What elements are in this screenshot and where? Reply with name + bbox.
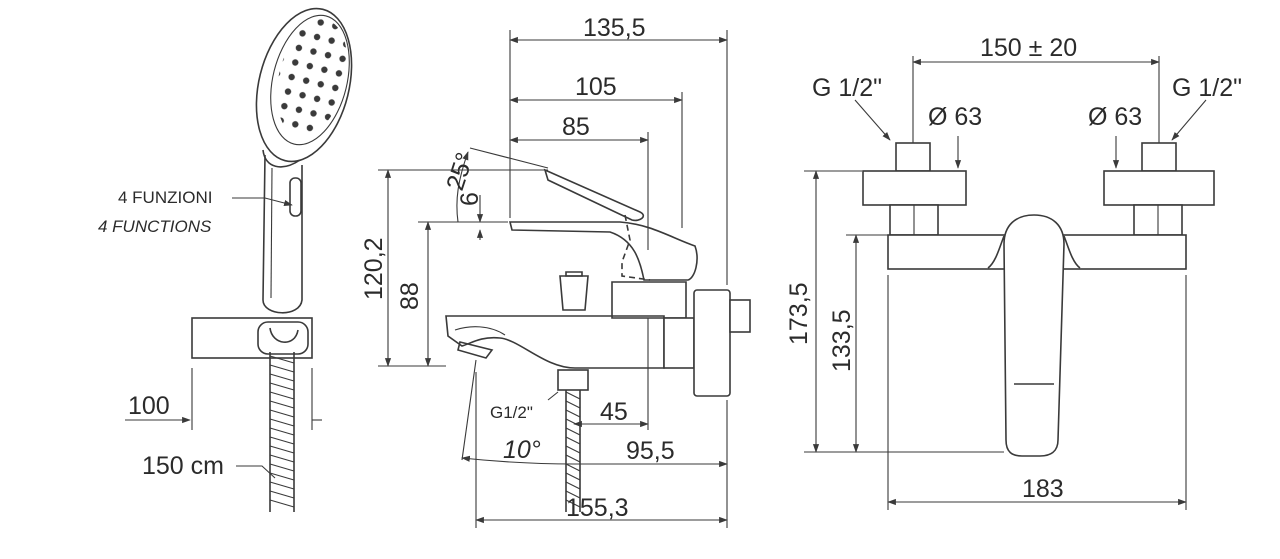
escutcheon-left xyxy=(862,170,967,206)
hose-braid-mark xyxy=(269,400,295,409)
hose-braid-mark xyxy=(565,463,581,472)
dim-front-173-5: 173,5 xyxy=(785,282,813,345)
function-button xyxy=(289,177,302,217)
dim-side-45: 45 xyxy=(600,398,628,426)
dim-lever-offset: 6 xyxy=(456,192,484,206)
hose-braid-mark xyxy=(565,472,581,481)
spout xyxy=(445,315,665,369)
dim-side-thread: G1/2" xyxy=(490,403,533,422)
hose-braid-mark xyxy=(269,463,295,472)
hose-braid-mark xyxy=(565,445,581,454)
side-view: 135,5 105 85 25° 6 120,2 88 G1/2" 45 10° xyxy=(360,14,751,528)
hose-braid-mark xyxy=(565,391,581,400)
dim-front-133-5: 133,5 xyxy=(828,309,856,372)
thread-left: G 1/2" xyxy=(812,74,882,102)
dim-spout-angle: 10° xyxy=(503,436,541,464)
hose-braid-mark xyxy=(565,400,581,409)
hose-braid-mark xyxy=(565,481,581,490)
hose-braid-mark xyxy=(269,454,295,463)
hose-braid-mark xyxy=(269,481,295,490)
hose-braid-mark xyxy=(269,472,295,481)
dim-side-88: 88 xyxy=(396,282,424,310)
shower-hose xyxy=(269,352,295,512)
hose-braid-mark xyxy=(269,382,295,391)
hose-braid-mark xyxy=(269,364,295,373)
hose-braid-mark xyxy=(269,391,295,400)
hose-braid-mark xyxy=(565,418,581,427)
handshower-head xyxy=(255,7,353,163)
nozzle-pattern xyxy=(276,19,348,137)
diameter-left: Ø 63 xyxy=(928,103,982,131)
hose-braid-mark xyxy=(565,499,581,508)
thread-right: G 1/2" xyxy=(1172,74,1242,102)
hose-braid-mark xyxy=(565,490,581,499)
hose-braid-mark xyxy=(565,427,581,436)
dim-lever-angle: 25° xyxy=(441,149,479,194)
hose-braid-mark xyxy=(269,409,295,418)
dim-side-105: 105 xyxy=(575,73,617,101)
dim-side-155-3: 155,3 xyxy=(566,494,629,522)
front-view: 150 ± 20 G 1/2" G 1/2" Ø 63 Ø 63 173,5 1… xyxy=(785,34,1242,510)
dim-inlet-spacing: 150 ± 20 xyxy=(980,34,1077,62)
hose-braid-mark xyxy=(565,409,581,418)
hose-braid-mark xyxy=(269,355,295,364)
hose-braid-mark xyxy=(565,454,581,463)
lever xyxy=(508,221,698,281)
inlet-thread xyxy=(557,369,589,391)
dim-side-120-2: 120,2 xyxy=(360,237,388,300)
diameter-right: Ø 63 xyxy=(1088,103,1142,131)
label-functions-en: 4 FUNCTIONS xyxy=(98,217,212,236)
dim-side-85: 85 xyxy=(562,113,590,141)
hose-braid-mark xyxy=(269,490,295,499)
handshower-view: 4 FUNZIONI 4 FUNCTIONS 100 150 cm xyxy=(98,7,353,512)
label-functions-it: 4 FUNZIONI xyxy=(118,188,212,207)
lever-front xyxy=(1003,214,1065,457)
wall-connector xyxy=(663,317,695,369)
hose-braid-mark xyxy=(269,445,295,454)
hose-braid-mark xyxy=(269,436,295,445)
hose-braid-mark xyxy=(269,499,295,508)
hose-braid-mark xyxy=(269,427,295,436)
dim-front-183: 183 xyxy=(1022,475,1064,503)
hose-braid-mark xyxy=(269,373,295,382)
dim-side-135-5: 135,5 xyxy=(583,14,646,42)
escutcheon-right xyxy=(1103,170,1215,206)
dim-hose-length: 150 cm xyxy=(142,452,224,480)
hose-braid-mark xyxy=(565,436,581,445)
dim-handshower-width: 100 xyxy=(128,392,170,420)
handshower-handle xyxy=(262,154,303,314)
hose-braid-mark xyxy=(269,418,295,427)
dim-side-95-5: 95,5 xyxy=(626,437,675,465)
diverter-knob xyxy=(559,275,589,311)
